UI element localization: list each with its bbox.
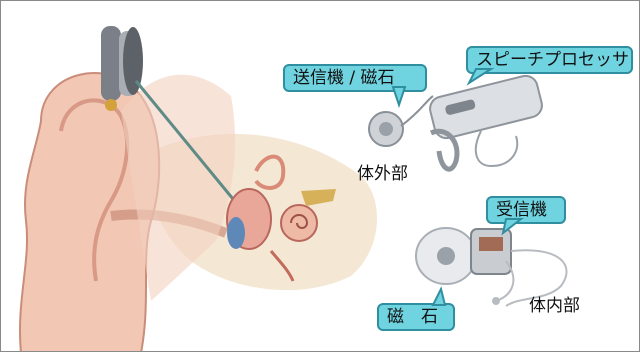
tail-processor — [469, 69, 491, 83]
tail-magnet — [433, 289, 445, 305]
tail-receiver — [503, 219, 521, 233]
tail-transmitter — [393, 87, 405, 105]
